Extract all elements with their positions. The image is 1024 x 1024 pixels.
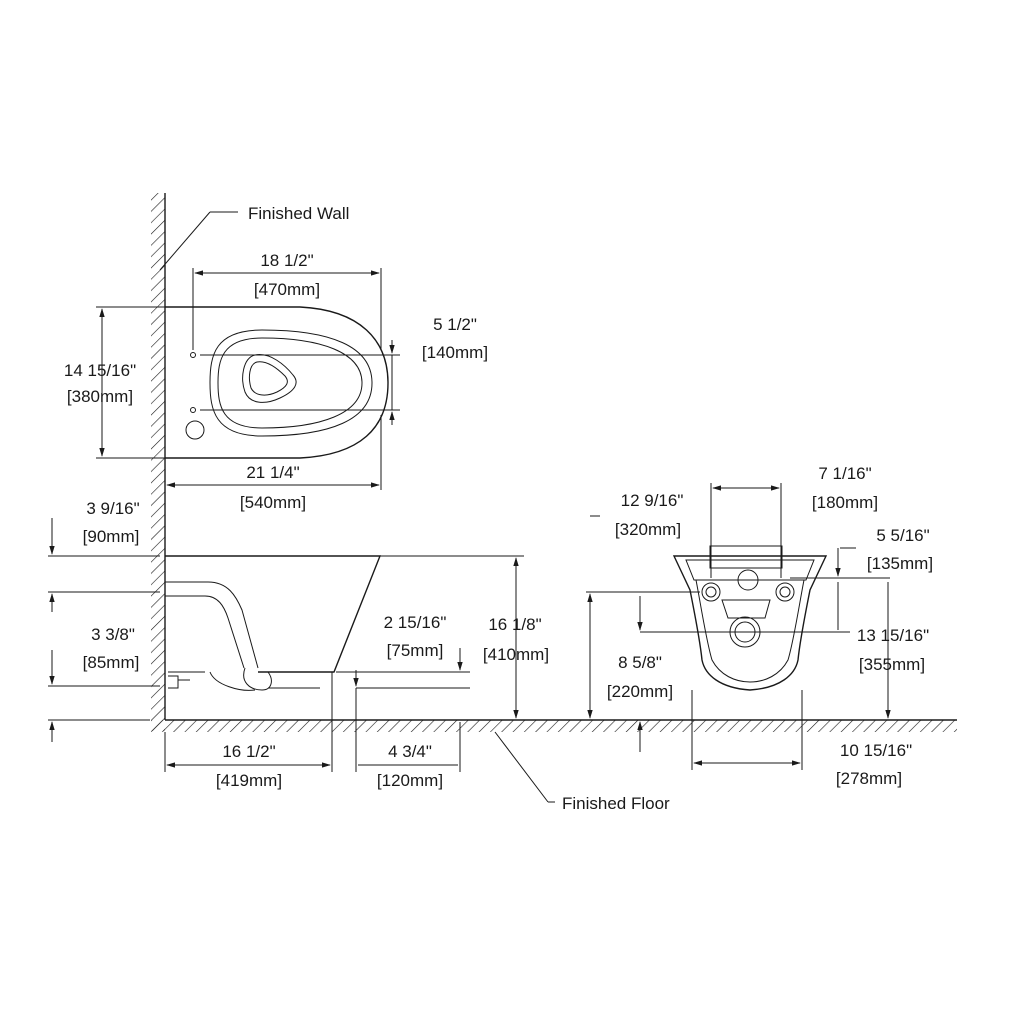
- dim-rim-height-mm: [410mm]: [483, 645, 549, 664]
- dim-bowl-length: 18 1/2" [470mm]: [192, 251, 382, 350]
- dim-top-offset-inch: 3 9/16": [86, 499, 139, 518]
- dim-drop: 2 15/16" [75mm]: [336, 613, 470, 689]
- dim-upper-hole-mm: [135mm]: [867, 554, 933, 573]
- dim-top-height-front: 12 9/16" [320mm]: [586, 491, 700, 719]
- dim-lower-height: 8 5/8" [220mm]: [607, 596, 850, 752]
- finished-floor-callout: Finished Floor: [494, 731, 670, 813]
- dim-base-offset-mm: [120mm]: [377, 771, 443, 790]
- dim-base-offset-inch: 4 3/4": [388, 742, 432, 761]
- dim-outlet-height: 13 15/16" [355mm]: [837, 582, 929, 719]
- dim-top-offset: 3 9/16" [90mm]: [48, 499, 160, 557]
- dim-outlet-height-inch: 13 15/16": [857, 626, 929, 645]
- dim-projection: 16 1/2" [419mm]: [164, 672, 333, 790]
- top-view-bowl: [165, 306, 400, 459]
- dim-bowl-length-mm: [470mm]: [254, 280, 320, 299]
- dim-hole-spacing: 7 1/16" [180mm]: [710, 464, 878, 578]
- finished-wall: [151, 193, 166, 731]
- dim-front-width: 10 15/16" [278mm]: [691, 690, 912, 788]
- side-view-bowl: [165, 555, 382, 691]
- finished-floor: [151, 719, 957, 732]
- dim-drop-mm: [75mm]: [387, 641, 444, 660]
- dim-bolt-spacing-mm: [140mm]: [422, 343, 488, 362]
- dim-front-width-mm: [278mm]: [836, 769, 902, 788]
- dim-outlet-height-mm: [355mm]: [859, 655, 925, 674]
- dim-upper-hole-inch: 5 5/16": [876, 526, 929, 545]
- dim-bolt-spacing: 5 1/2" [140mm]: [389, 315, 488, 425]
- dim-width-inch: 14 15/16": [64, 361, 136, 380]
- finished-wall-callout: Finished Wall: [159, 204, 349, 271]
- dim-front-width-inch: 10 15/16": [840, 741, 912, 760]
- dim-pipe-height: 3 3/8" [85mm]: [48, 591, 160, 687]
- dim-overall-length-mm: [540mm]: [240, 493, 306, 512]
- dim-upper-hole: 5 5/16" [135mm]: [790, 526, 933, 579]
- dim-overall-length: 21 1/4" [540mm]: [166, 415, 382, 512]
- dim-rim-height-inch: 16 1/8": [488, 615, 541, 634]
- dim-overall-length-inch: 21 1/4": [246, 463, 299, 482]
- dim-drop-inch: 2 15/16": [384, 613, 447, 632]
- dim-lower-height-mm: [220mm]: [607, 682, 673, 701]
- dim-top-offset-mm: [90mm]: [83, 527, 140, 546]
- dim-width: 14 15/16" [380mm]: [64, 306, 165, 459]
- dim-hole-spacing-mm: [180mm]: [812, 493, 878, 512]
- finished-floor-label: Finished Floor: [562, 794, 670, 813]
- dim-pipe-height-inch: 3 3/8": [91, 625, 135, 644]
- dim-width-mm: [380mm]: [67, 387, 133, 406]
- dim-projection-mm: [419mm]: [216, 771, 282, 790]
- front-view-bowl: [672, 545, 828, 691]
- dim-base-offset: 4 3/4" [120mm]: [355, 688, 461, 790]
- dim-floor-ref: [48, 719, 150, 742]
- dim-top-height-front-inch: 12 9/16": [621, 491, 684, 510]
- dim-rim-height: 16 1/8" [410mm]: [380, 555, 549, 719]
- dim-lower-height-inch: 8 5/8": [618, 653, 662, 672]
- dim-pipe-height-mm: [85mm]: [83, 653, 140, 672]
- finished-wall-label: Finished Wall: [248, 204, 349, 223]
- dim-bolt-spacing-inch: 5 1/2": [433, 315, 477, 334]
- dim-top-height-front-mm: [320mm]: [615, 520, 681, 539]
- dim-hole-spacing-inch: 7 1/16": [818, 464, 871, 483]
- dim-projection-inch: 16 1/2": [222, 742, 275, 761]
- dim-bowl-length-inch: 18 1/2": [260, 251, 313, 270]
